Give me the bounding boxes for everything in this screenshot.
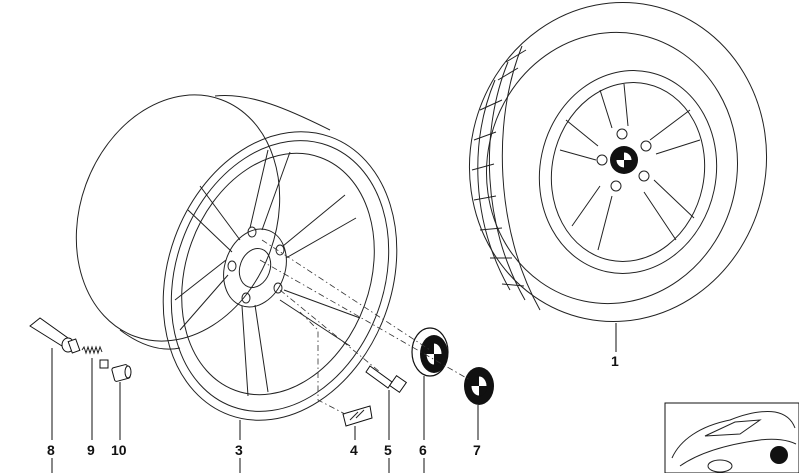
balance-weight bbox=[342, 405, 373, 427]
callout-3: 3 bbox=[235, 442, 243, 458]
wheel-emblem bbox=[464, 367, 494, 405]
valve-stem bbox=[29, 317, 81, 354]
tyre-outer bbox=[468, 2, 768, 322]
callout-9: 9 bbox=[87, 442, 95, 458]
callout-8: 8 bbox=[47, 442, 55, 458]
valve-core bbox=[81, 345, 109, 369]
rim-front-inner bbox=[181, 152, 375, 396]
rim-back-barrel bbox=[75, 94, 281, 342]
wheel-spokes bbox=[559, 83, 701, 251]
tyre-tread bbox=[471, 45, 541, 311]
callout-10: 10 bbox=[111, 442, 127, 458]
wheel-bolt bbox=[365, 365, 408, 394]
car-location-icon bbox=[664, 402, 799, 473]
callout-4: 4 bbox=[350, 442, 358, 458]
callout-1: 1 bbox=[611, 353, 619, 369]
wheel-rim-outer bbox=[538, 70, 718, 274]
rim-front-lip bbox=[170, 140, 390, 412]
rim-barrel-top-edge bbox=[214, 94, 331, 131]
leader-lines bbox=[51, 323, 617, 473]
rim-spokes bbox=[174, 149, 361, 397]
rim-barrel-bottom-edge bbox=[119, 329, 181, 350]
wheel-lug-bolts bbox=[596, 128, 652, 192]
wheel-rim-inner bbox=[550, 82, 706, 262]
valve-cap bbox=[111, 364, 132, 382]
callout-7: 7 bbox=[473, 442, 481, 458]
rim-front-outer bbox=[162, 131, 398, 421]
callout-6: 6 bbox=[419, 442, 427, 458]
wheel-center-emblem bbox=[610, 146, 638, 174]
rim-hub-bore bbox=[238, 248, 272, 288]
wheel-with-tyre bbox=[468, 2, 768, 322]
assembly-lines bbox=[259, 239, 471, 415]
hub-cap bbox=[411, 327, 449, 377]
tyre-sidewall bbox=[486, 31, 738, 305]
rim-exploded bbox=[75, 94, 398, 421]
callout-5: 5 bbox=[384, 442, 392, 458]
rim-hub-ring bbox=[223, 228, 287, 308]
rim-bolt-holes bbox=[227, 226, 285, 304]
